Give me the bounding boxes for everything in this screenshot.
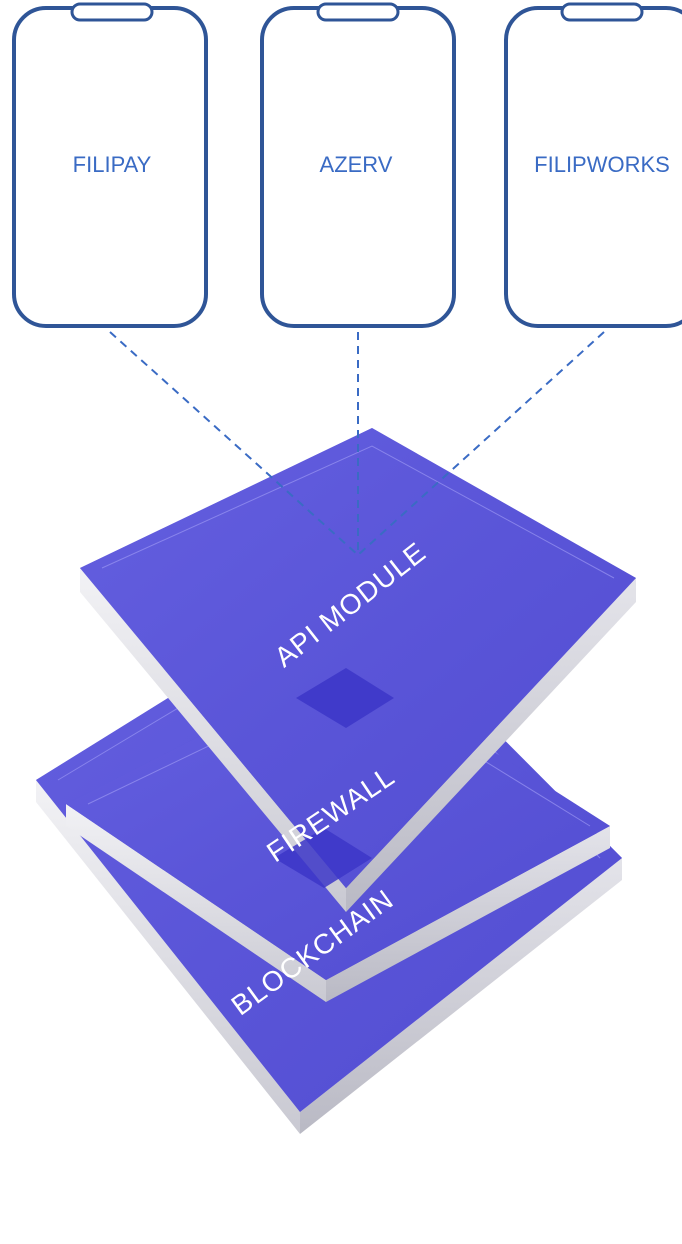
connectors bbox=[109, 331, 605, 556]
phone-label-filipay: FILIPAY bbox=[73, 152, 152, 177]
isometric-layers bbox=[36, 428, 636, 1134]
iso-api-module bbox=[80, 428, 636, 912]
phone-label-azerv: AZERV bbox=[320, 152, 393, 177]
phone-filipworks: FILIPWORKS bbox=[504, 2, 682, 328]
connector-firewall-blockchain bbox=[274, 828, 372, 888]
connector-api-firewall bbox=[296, 668, 394, 728]
phone-azerv: AZERV bbox=[260, 2, 456, 328]
phone-filipay: FILIPAY bbox=[12, 2, 208, 328]
phone-label-filipworks: FILIPWORKS bbox=[534, 152, 670, 177]
